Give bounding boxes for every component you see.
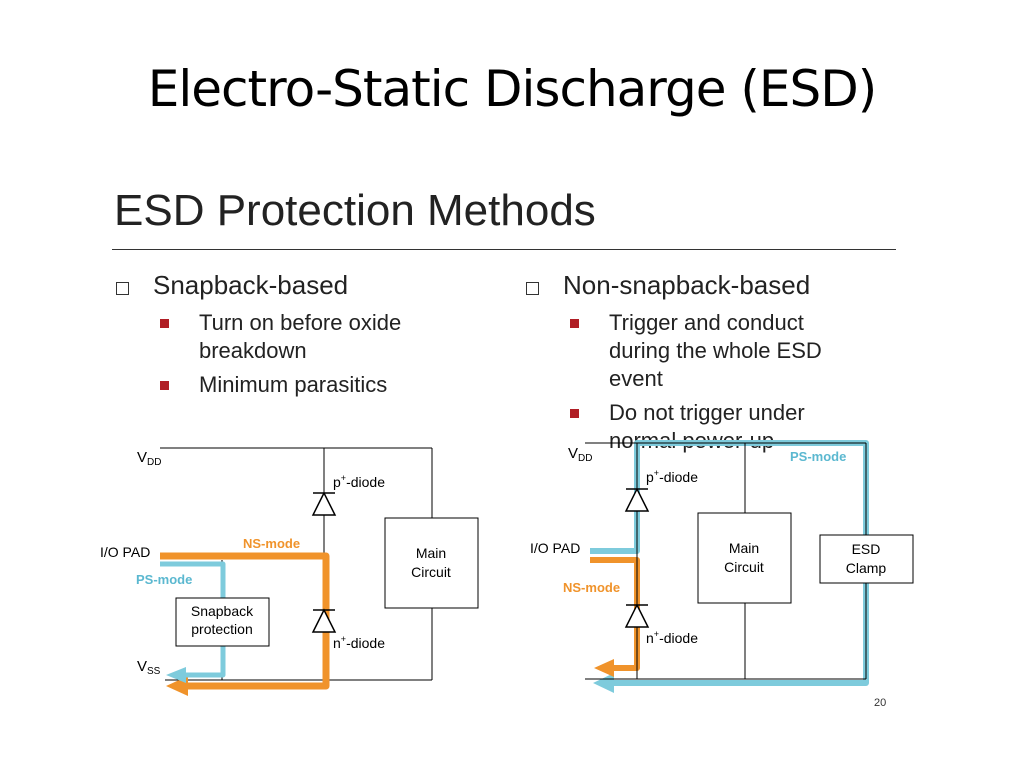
ps-arrow-icon (593, 673, 614, 693)
bullet-text: Snapback-based (153, 270, 349, 300)
n-diode-label: n+-diode (333, 634, 385, 651)
main-circuit-box (384, 517, 479, 609)
hollow-square-bullet-icon (116, 282, 129, 295)
bullet-text: Turn on before oxide breakdown (199, 310, 402, 363)
main-circuit-label: Main (729, 540, 759, 556)
snapback-label: protection (191, 621, 252, 637)
bullet-level2: Trigger and conduct during the whole ESD… (568, 309, 868, 393)
bullet-level1: Snapback-based (114, 270, 514, 301)
bullet-level1: Non-snapback-based (524, 270, 924, 301)
red-square-bullet-icon (570, 319, 579, 328)
bullet-text: Non-snapback-based (563, 270, 811, 300)
ps-arrow-icon (166, 667, 186, 683)
bullet-text: Trigger and conduct during the whole ESD… (609, 310, 822, 391)
main-circuit-label: Circuit (411, 564, 451, 580)
main-circuit-label: Circuit (724, 559, 764, 575)
red-square-bullet-icon (160, 319, 169, 328)
ns-mode-label: NS-mode (243, 536, 300, 551)
snapback-protection-box (175, 597, 270, 647)
vdd-label: VDD (568, 445, 592, 464)
main-circuit-label: Main (416, 545, 446, 561)
ps-mode-label: PS-mode (136, 572, 192, 587)
red-square-bullet-icon (570, 409, 579, 418)
io-pad-label: I/O PAD (100, 544, 150, 560)
n-diode-label: n+-diode (646, 629, 698, 646)
page-number: 20 (874, 697, 887, 709)
bullet-level2: Turn on before oxide breakdown (158, 309, 458, 365)
snapback-label: Snapback (191, 603, 254, 619)
io-pad-label: I/O PAD (530, 540, 580, 556)
ps-mode-label: PS-mode (790, 449, 846, 464)
bullet-level2: Minimum parasitics (158, 371, 458, 399)
vdd-label: VDD (137, 449, 161, 468)
left-circuit: VDD VSS I/O PAD NS-mode PS-mode p+-diode… (100, 447, 479, 696)
p-diode-label: p+-diode (333, 473, 385, 490)
left-bullets: Snapback-based Turn on before oxide brea… (114, 270, 514, 405)
main-circuit-box (697, 512, 792, 604)
esd-clamp-label: ESD (852, 541, 881, 557)
n-diode-symbol-icon (624, 603, 650, 628)
hollow-square-bullet-icon (526, 282, 539, 295)
p-diode-symbol-icon (624, 487, 650, 512)
p-diode-symbol-icon (311, 491, 337, 516)
p-diode-label: p+-diode (646, 468, 698, 485)
n-diode-symbol-icon (311, 608, 337, 633)
esd-clamp-box (819, 534, 914, 584)
red-square-bullet-icon (160, 381, 169, 390)
title-divider (112, 249, 896, 250)
ns-mode-path (590, 557, 640, 671)
vss-label: VSS (137, 658, 161, 677)
ns-mode-label: NS-mode (563, 580, 620, 595)
section-subtitle: ESD Protection Methods (114, 186, 596, 235)
right-circuit: VDD I/O PAD NS-mode PS-mode p+-diode n+-… (530, 440, 914, 693)
ns-arrow-icon (594, 659, 614, 677)
slide-title: Electro-Static Discharge (ESD) (147, 60, 877, 118)
bullet-text: Minimum parasitics (199, 372, 388, 397)
esd-clamp-label: Clamp (846, 560, 887, 576)
